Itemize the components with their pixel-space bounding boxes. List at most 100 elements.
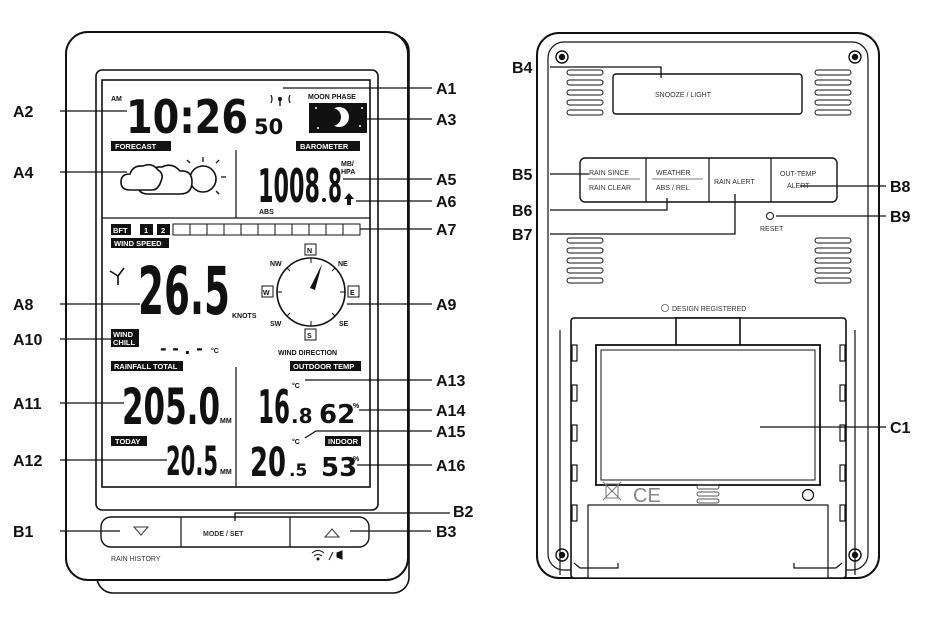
compass-s: S xyxy=(307,333,312,340)
rainfall-total-value: 205.0 xyxy=(122,378,220,436)
callout-a6: A6 xyxy=(436,194,457,211)
bft-1: 1 xyxy=(144,226,148,235)
compass-se: SE xyxy=(339,321,349,328)
out-temp-alert-button[interactable]: OUT-TEMP ALERT xyxy=(780,171,816,190)
callout-b9: B9 xyxy=(890,209,911,226)
callout-a3: A3 xyxy=(436,112,457,129)
callout-a10: A10 xyxy=(13,332,42,349)
leader-lines xyxy=(60,66,886,532)
cloud-sun-icon xyxy=(120,157,226,195)
wind-chill-value: - - . - xyxy=(160,339,203,358)
rainfall-today-unit: MM xyxy=(220,469,232,476)
snooze-light-button[interactable] xyxy=(612,73,803,115)
wind-chill-label-2: CHILL xyxy=(113,338,135,347)
callout-a8: A8 xyxy=(13,297,34,314)
wind-chill-unit: °C xyxy=(211,347,219,355)
outdoor-temp-dec: .8 xyxy=(291,404,313,428)
rain-since-label: RAIN SINCE xyxy=(589,170,629,177)
abs-rel-label: ABS / REL xyxy=(656,185,690,192)
callout-b2: B2 xyxy=(453,504,474,521)
barometer-unit-bottom: HPA xyxy=(341,169,355,176)
front-unit: AM 10:26 50 MOON PHASE FORECAST xyxy=(65,31,410,594)
rain-alert-button[interactable]: RAIN ALERT xyxy=(714,179,755,186)
callout-b4: B4 xyxy=(512,60,533,77)
indoor-temp-unit: °C xyxy=(292,438,300,446)
time-display: 10:26 xyxy=(126,90,248,144)
snooze-light-label: SNOOZE / LIGHT xyxy=(655,92,712,99)
rain-clear-label: RAIN CLEAR xyxy=(589,185,631,192)
bft-2: 2 xyxy=(161,226,165,235)
outdoor-temp-label: OUTDOOR TEMP xyxy=(293,362,354,371)
barometer-unit-top: MB/ xyxy=(341,161,354,168)
hanging-hole xyxy=(801,488,815,502)
compass-e: E xyxy=(350,290,355,297)
rain-alert-label: RAIN ALERT xyxy=(714,179,755,186)
callout-a7: A7 xyxy=(436,222,457,239)
callout-b8: B8 xyxy=(890,179,911,196)
forecast-label: FORECAST xyxy=(115,142,157,151)
compass-nw: NW xyxy=(270,261,282,268)
weather-button[interactable]: WEATHER ABS / REL xyxy=(652,170,703,192)
wind-speed-unit: KNOTS xyxy=(232,313,257,320)
callout-a13: A13 xyxy=(436,373,465,390)
hinge-slots xyxy=(571,344,846,522)
mode-set-label: MODE / SET xyxy=(203,531,244,538)
reset-label: RESET xyxy=(760,226,784,233)
compass-ne: NE xyxy=(338,261,348,268)
mode-set-button[interactable] xyxy=(182,518,289,546)
callout-a9: A9 xyxy=(436,297,457,314)
callout-b3: B3 xyxy=(436,524,457,541)
callout-a15: A15 xyxy=(436,424,465,441)
barometer-label: BAROMETER xyxy=(300,142,349,151)
callout-a11: A11 xyxy=(13,396,42,413)
callout-a14: A14 xyxy=(436,403,465,420)
seconds-display: 50 xyxy=(254,115,283,139)
callout-a5: A5 xyxy=(436,172,457,189)
callout-a12: A12 xyxy=(13,453,42,470)
arrow-up-icon xyxy=(344,193,354,205)
compass-sw: SW xyxy=(270,321,282,328)
wind-fan-icon xyxy=(109,267,125,285)
wind-speed-label: WIND SPEED xyxy=(114,239,162,248)
indoor-temp-dec: .5 xyxy=(289,461,307,481)
callout-b7: B7 xyxy=(512,227,533,244)
design-registered-label: DESIGN REGISTERED xyxy=(672,306,746,313)
weather-label: WEATHER xyxy=(656,170,690,177)
wind-direction-label: WIND DIRECTION xyxy=(278,350,337,357)
rain-since-button[interactable]: RAIN SINCE RAIN CLEAR xyxy=(588,170,640,192)
wind-speed-value: 26.5 xyxy=(138,253,230,330)
callout-b1: B1 xyxy=(13,524,34,541)
callout-a16: A16 xyxy=(436,458,465,475)
moon-phase-icon xyxy=(309,103,367,133)
weee-bin-icon xyxy=(602,481,622,501)
rainfall-total-unit: MM xyxy=(220,418,232,425)
callout-labels: A2 A4 A8 A10 A11 A12 B1 A1 A3 A5 A6 A7 A… xyxy=(13,60,911,541)
rainfall-total-label: RAINFALL TOTAL xyxy=(114,362,178,371)
callout-b6: B6 xyxy=(512,203,533,220)
callout-a1: A1 xyxy=(436,81,457,98)
wind-direction-compass: N E S W NE SE SW NW xyxy=(261,243,360,341)
speaker-grille-icon xyxy=(696,484,720,504)
compass-n: N xyxy=(307,248,312,255)
indoor-label: INDOOR xyxy=(328,437,359,446)
moon-phase-label: MOON PHASE xyxy=(308,94,356,101)
outdoor-humidity-unit: % xyxy=(353,403,360,410)
ce-mark: CE xyxy=(633,485,661,507)
radio-signal-icon xyxy=(270,94,291,106)
compass-w: W xyxy=(263,290,270,297)
indoor-humidity: 53 xyxy=(321,453,357,483)
outdoor-temp-int: 16 xyxy=(258,380,290,434)
callout-b5: B5 xyxy=(512,167,533,184)
reset-button[interactable] xyxy=(766,212,774,220)
screw-icons xyxy=(555,50,862,562)
outdoor-humidity: 62 xyxy=(319,400,355,430)
stand xyxy=(559,317,856,579)
up-button[interactable] xyxy=(323,528,341,538)
copyright-icon xyxy=(661,304,669,312)
am-indicator: AM xyxy=(111,96,122,103)
indoor-humidity-unit: % xyxy=(353,456,360,463)
callout-a4: A4 xyxy=(13,165,34,182)
alert-label: ALERT xyxy=(787,183,810,190)
barometer-decimal: 8 xyxy=(328,159,342,213)
